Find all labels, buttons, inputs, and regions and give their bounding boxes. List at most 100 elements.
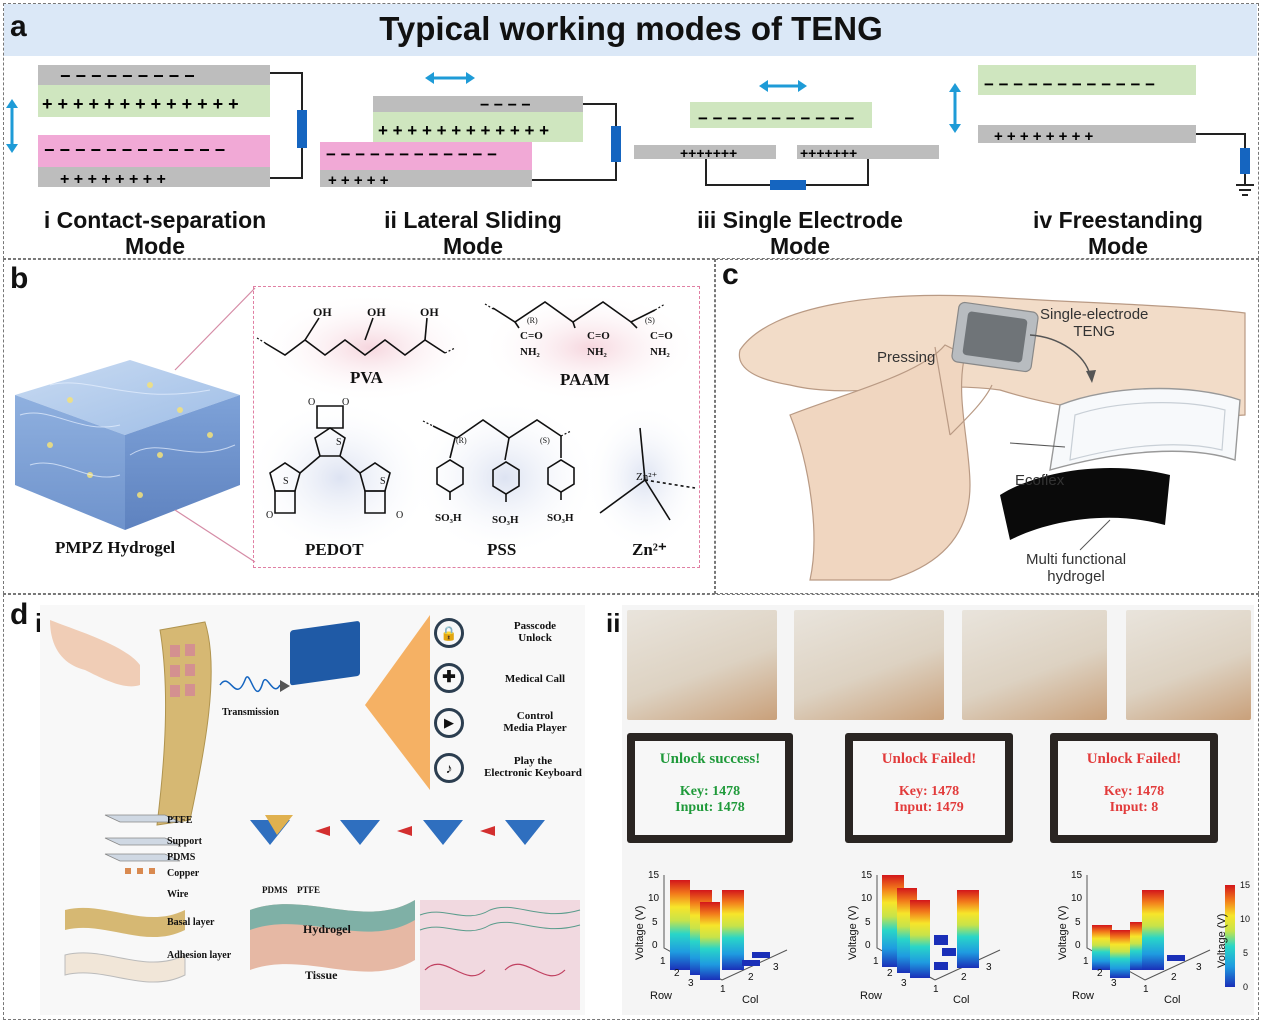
s-marker-pss: (S) <box>540 436 550 445</box>
plot-2-col-tick-1: 1 <box>933 984 939 995</box>
function-keyboard-line1: Play the <box>513 755 553 767</box>
plot-2-ytick-0: 0 <box>865 940 871 951</box>
plot-2-col-label: Col <box>953 994 970 1006</box>
panel-b <box>3 259 715 594</box>
lateral-sliding-diagram: − − − − + + + + + + + + + + + + − − − − … <box>320 72 621 189</box>
plot-2-ylabel: Voltage (V) <box>847 905 859 960</box>
plot-3-row-label: Row <box>1072 990 1095 1002</box>
oxygen-1: O <box>308 397 316 408</box>
monitor-3: Unlock Failed! Key: 1478 Input: 8 <box>1050 733 1218 843</box>
wrist-illustration <box>738 294 1246 581</box>
panel-a-label: a <box>10 10 27 43</box>
zoom-lines <box>174 287 256 563</box>
plot-2-row-tick-2: 2 <box>887 968 893 979</box>
layer-pdms: PDMS <box>167 852 196 863</box>
svg-text:+ + + + + + + + + + + + +: + + + + + + + + + + + + + <box>42 94 239 114</box>
hydrogel-cube-illustration <box>15 360 240 530</box>
colorbar-tick-10: 10 <box>1240 914 1251 924</box>
plot-1-row-tick-3: 3 <box>688 978 694 989</box>
co-group-1: C=O <box>520 330 543 342</box>
function-keyboard-line2: Electronic Keyboard <box>484 767 582 779</box>
plot-3-ytick-10: 10 <box>1071 893 1083 904</box>
molecule-frame <box>253 286 700 568</box>
plot-3-row-tick-2: 2 <box>1097 968 1103 979</box>
plot-2-ytick-5: 5 <box>865 917 871 928</box>
pedot-label: PEDOT <box>305 540 364 559</box>
function-media-line1: Control <box>516 710 554 722</box>
plot-1-row-tick-1: 1 <box>660 956 666 967</box>
s-marker-paam: (S) <box>645 316 655 325</box>
sulfur-3: S <box>380 476 386 487</box>
layer-support: Support <box>167 836 203 847</box>
so3h-group-1: SO₃H <box>435 512 462 524</box>
co-group-3: C=O <box>650 330 673 342</box>
function-media-line2: Media Player <box>503 722 567 734</box>
plot-1-ytick-0: 0 <box>652 940 658 951</box>
keyboard-icon: ♪ <box>434 753 464 783</box>
plot-2-row-tick-1: 1 <box>873 956 879 967</box>
plot-2-col-tick-3: 3 <box>986 962 992 973</box>
plot-2-row-tick-3: 3 <box>901 978 907 989</box>
molecule-structures <box>255 293 699 558</box>
plot-3-col-label: Col <box>1164 994 1181 1006</box>
plot-1-ytick-5: 5 <box>652 917 658 928</box>
monitor-3-status: Unlock Failed! <box>1086 751 1182 767</box>
monitor-2: Unlock Failed! Key: 1478 Input: 1479 <box>845 733 1013 843</box>
contact-separation-diagram: − − − − − − − − − + + + + + + + + + + + … <box>6 65 307 188</box>
freestanding-diagram: − − − − − − − − − − − − + + + + + + + + <box>949 65 1254 196</box>
pressing-label: Pressing <box>877 349 936 366</box>
monitor-1-input: Input: 1478 <box>675 800 745 815</box>
so3h-group-2: SO₃H <box>492 514 519 526</box>
sulfur-2: S <box>283 476 289 487</box>
monitor-3-input: Input: 8 <box>1109 800 1159 815</box>
transmission-label: Transmission <box>222 707 280 718</box>
plot-3-ytick-5: 5 <box>1075 917 1081 928</box>
oh-group-2: OH <box>367 305 386 319</box>
colorbar-tick-15: 15 <box>1240 880 1251 890</box>
svg-text:+ + + + + + + + + + + +: + + + + + + + + + + + + <box>378 121 549 140</box>
panel-c <box>715 259 1259 594</box>
pss-label: PSS <box>487 540 517 559</box>
panel-d-label: d <box>10 598 29 631</box>
nh2-group-1: NH₂ <box>520 346 540 358</box>
lock-icon: 🔒 <box>434 618 464 648</box>
monitor-1-key: Key: 1478 <box>679 784 741 799</box>
so3h-group-3: SO₃H <box>547 512 574 524</box>
voltage-bar-plots <box>663 875 1235 987</box>
svg-text:− − − − − − − − −: − − − − − − − − − <box>60 66 195 86</box>
plot-2-ytick-10: 10 <box>861 893 873 904</box>
plot-1-col-tick-3: 3 <box>773 962 779 973</box>
plot-1-row-tick-2: 2 <box>674 968 680 979</box>
plot-3-col-tick-1: 1 <box>1143 984 1149 995</box>
panel-a-title: Typical working modes of TENG <box>379 10 883 47</box>
plot-2-row-label: Row <box>860 990 883 1002</box>
teng-modes-diagram: − − − − − − − − − + + + + + + + + + + + … <box>6 65 1254 196</box>
plot-1-ylabel: Voltage (V) <box>634 905 646 960</box>
paam-label: PAAM <box>560 370 610 389</box>
mech-ptfe-label: PTFE <box>297 885 321 895</box>
panel-d-sub-ii: ii <box>606 608 621 638</box>
svg-text:− − − − − − − − − − − −: − − − − − − − − − − − − <box>44 140 225 160</box>
plot-2-col-tick-2: 2 <box>961 972 967 983</box>
layer-ptfe: PTFE <box>167 815 193 826</box>
nh2-group-2: NH₂ <box>587 346 607 358</box>
medical-cross-icon: ✚ <box>434 663 464 693</box>
colorbar-tick-0: 0 <box>1243 982 1249 992</box>
svg-text:+++++++: +++++++ <box>800 145 857 161</box>
bar-plot-2 <box>876 875 1001 981</box>
finger-press-photo-3 <box>962 610 1107 720</box>
function-passcode-line1: Passcode <box>513 620 557 632</box>
monitor-2-key: Key: 1478 <box>898 784 960 799</box>
finger-press-photo-4 <box>1126 610 1251 720</box>
panel-b-label: b <box>10 262 29 295</box>
monitor-2-input: Input: 1479 <box>894 800 964 815</box>
svg-text:− − − − − − − − − − −: − − − − − − − − − − − <box>698 109 855 128</box>
r-marker-pss: (R) <box>456 436 467 445</box>
r-marker-paam: (R) <box>527 316 538 325</box>
colorbar-tick-5: 5 <box>1243 948 1249 958</box>
